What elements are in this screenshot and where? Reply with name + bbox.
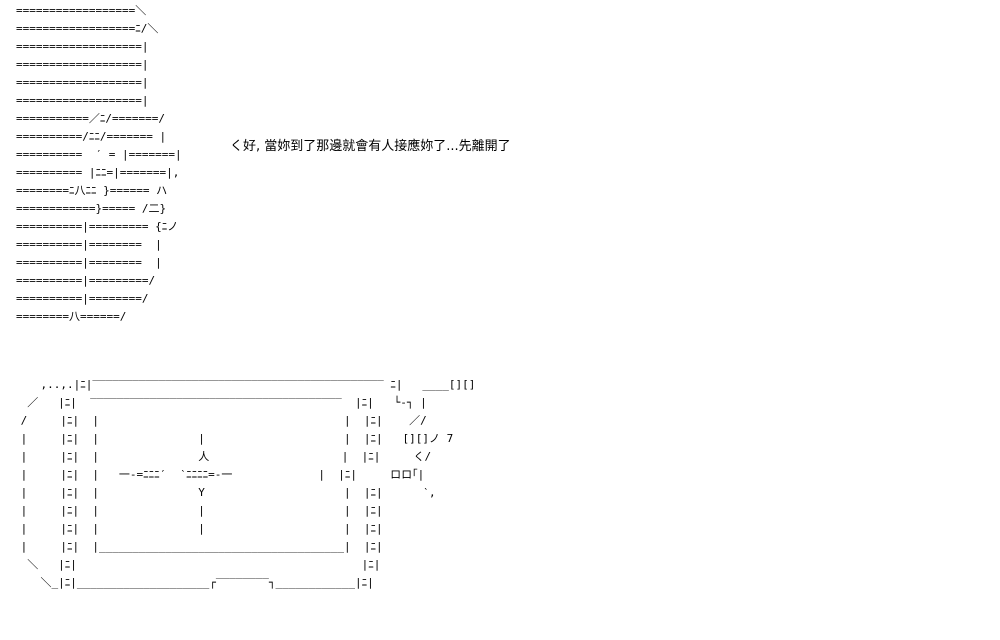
speech-text: く好, 當妳到了那邊就會有人接應妳了...先離開了 [230, 139, 511, 154]
ascii-art-screen: ,..,.|ﾆ|‾‾‾‾‾‾‾‾‾‾‾‾‾‾‾‾‾‾‾‾‾‾‾‾‾‾‾‾‾‾‾‾… [20, 378, 476, 589]
ascii-art-figure: ==================＼ ==================ﾆ/… [16, 4, 182, 323]
